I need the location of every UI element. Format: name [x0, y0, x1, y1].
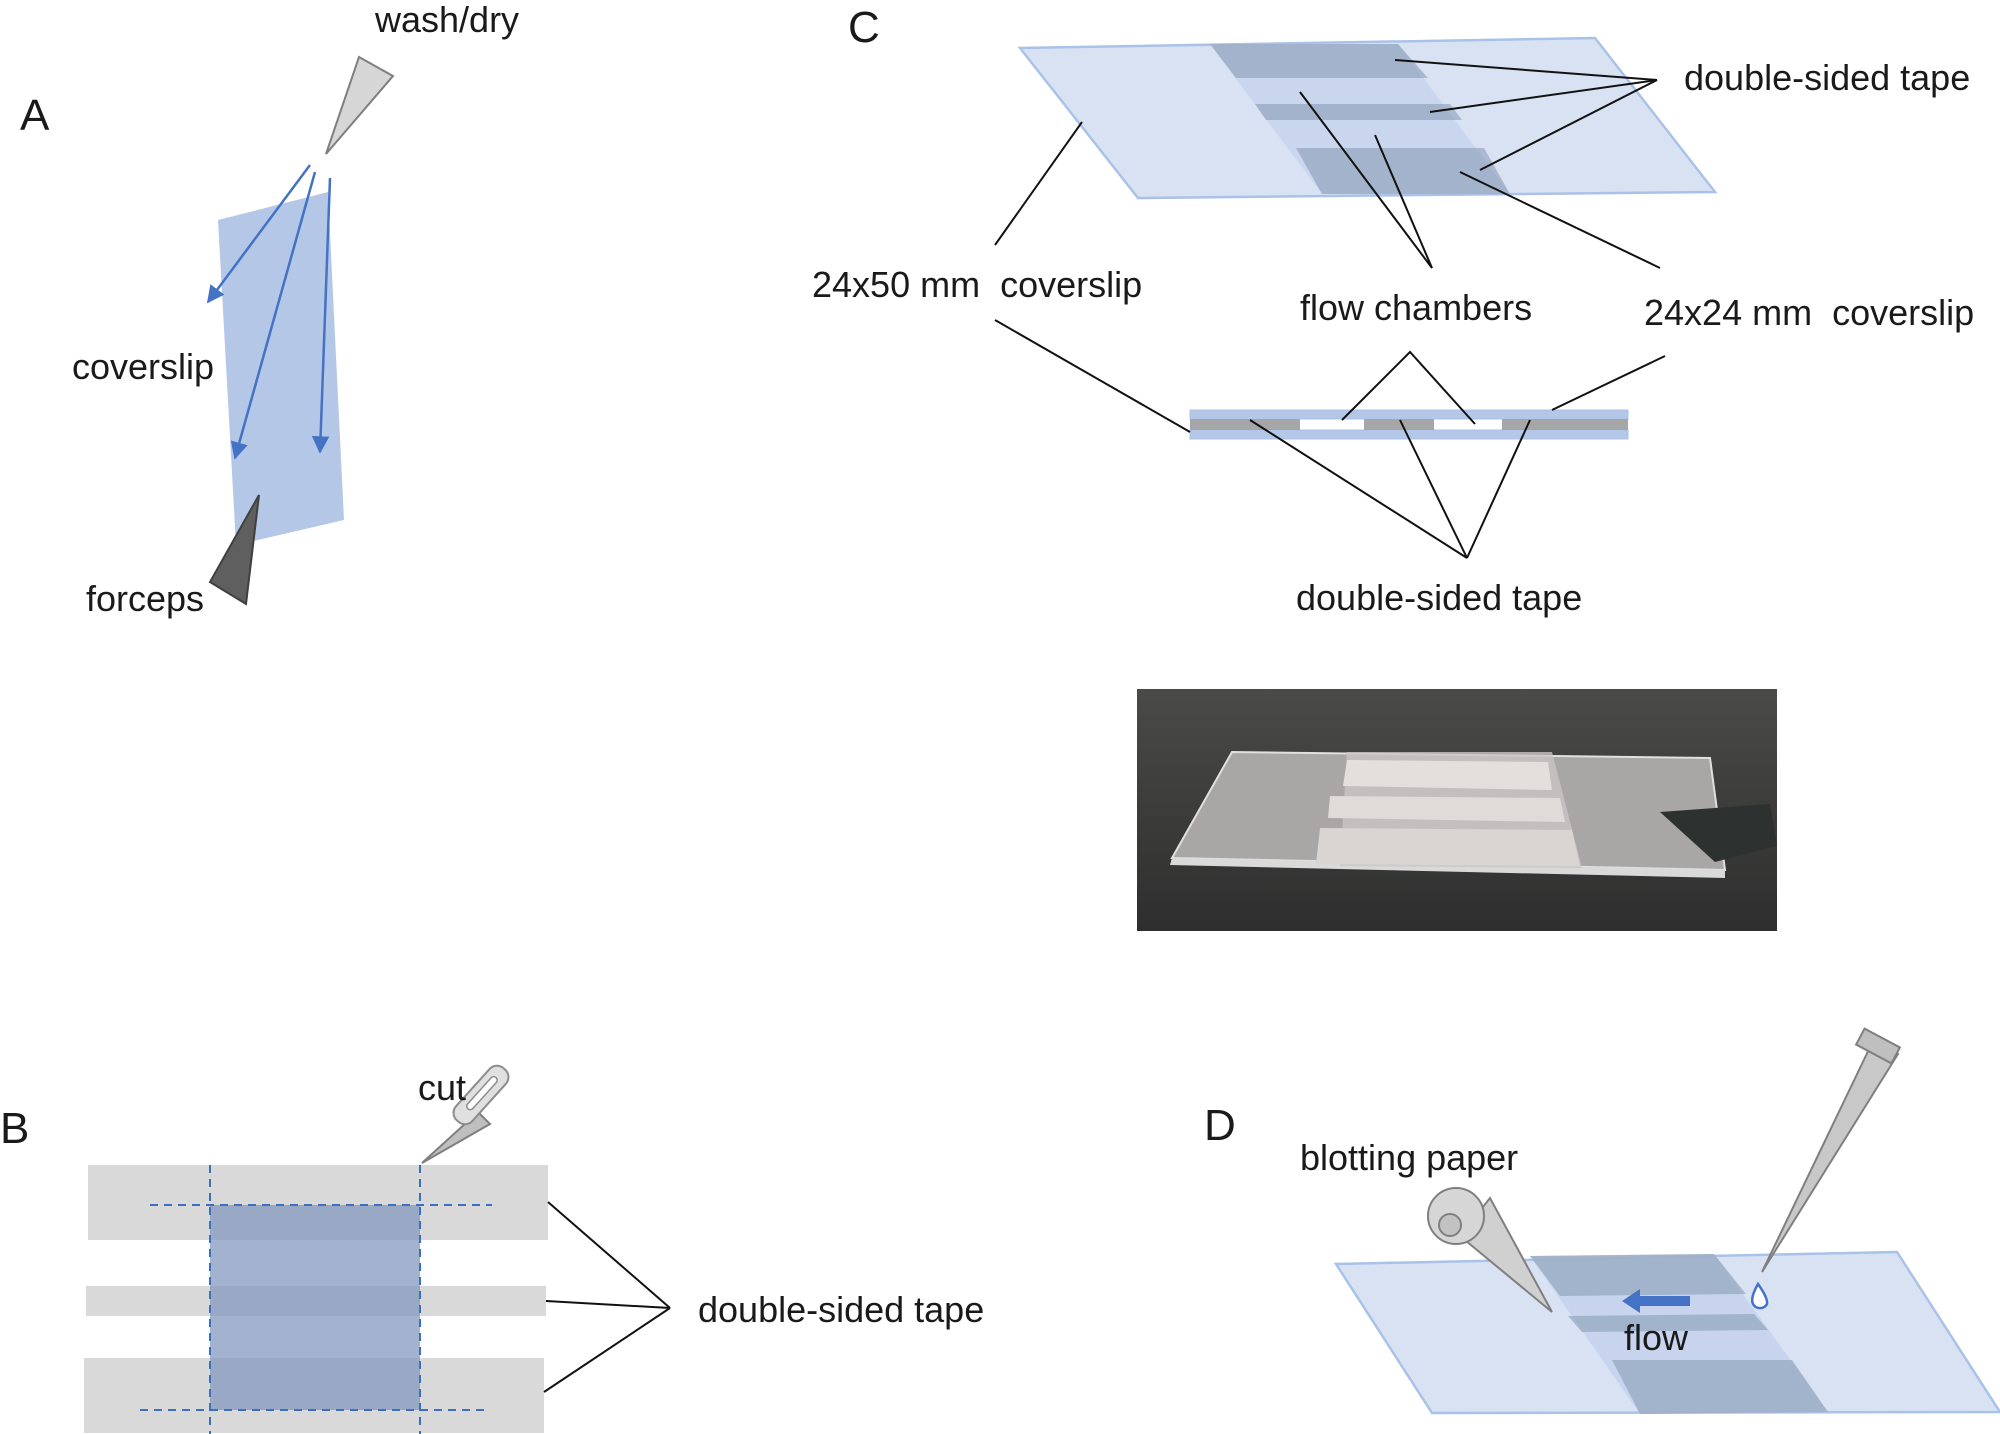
spray-arrow: [206, 164, 312, 304]
flow-arrow-icon: [1622, 1289, 1690, 1313]
coverslip-24x24-label: 24x24 mm coverslip: [1644, 292, 1974, 333]
tape-label-b: double-sided tape: [698, 1289, 984, 1330]
leader-line: [1249, 419, 1468, 559]
tape-label-c-bottom: double-sided tape: [1296, 577, 1582, 618]
wash-nozzle-icon: [325, 55, 395, 155]
leader-line: [1459, 171, 1661, 269]
tape-strip: [1568, 1314, 1768, 1332]
tape-strip: [1296, 148, 1510, 194]
panel-d-label: D: [1204, 1101, 1236, 1150]
panel-c-label: C: [848, 3, 880, 52]
leader-line: [1551, 355, 1666, 411]
leader-line: [1479, 79, 1658, 171]
coverslip-label: coverslip: [72, 346, 214, 387]
panel-c: C double-sided tape 24x50 mm coverslip f…: [812, 3, 1974, 931]
leader-line: [1341, 350, 1476, 425]
leader-line: [545, 1300, 671, 1309]
wash-dry-label: wash/dry: [374, 0, 519, 40]
flow-chambers-label: flow chambers: [1300, 287, 1532, 328]
leader-line: [543, 1307, 671, 1393]
flow-label: flow: [1624, 1317, 1689, 1358]
leader-line: [994, 121, 1083, 246]
leader-line: [1399, 419, 1468, 559]
panel-b: B cut double-sided tape: [0, 1064, 984, 1434]
coverslip-24x50-label: 24x50 mm coverslip: [812, 264, 1142, 305]
tape-label-c-top: double-sided tape: [1684, 57, 1970, 98]
panel-b-label: B: [0, 1104, 29, 1153]
spray-arrow: [230, 171, 317, 460]
leader-line: [1374, 134, 1433, 269]
panel-d: D blotting paper flow: [1204, 1027, 2000, 1415]
scalpel-icon: [421, 1064, 510, 1164]
tape-strip: [1530, 1254, 1746, 1296]
tape-strip: [1612, 1360, 1828, 1414]
cut-label: cut: [418, 1067, 466, 1108]
leader-line: [1299, 91, 1433, 269]
leader-line: [1466, 419, 1531, 559]
coverslip-a: [218, 192, 344, 545]
blotting-paper-icon: [1427, 1187, 1553, 1313]
blotting-paper-label: blotting paper: [1300, 1137, 1518, 1178]
leader-line: [1429, 79, 1658, 113]
coverslip-b: [210, 1205, 420, 1410]
spray-arrow: [311, 177, 332, 454]
tape-strip: [1210, 44, 1428, 78]
forceps-icon: [208, 494, 260, 606]
tape-strip: [1255, 104, 1462, 120]
chamber-photo: [1137, 689, 1777, 931]
leader-line: [547, 1201, 671, 1309]
forceps-label: forceps: [86, 578, 204, 619]
leader-line: [994, 319, 1191, 433]
panel-a: A wash/dry coverslip forceps: [20, 0, 519, 619]
panel-a-label: A: [20, 91, 50, 140]
pipette-icon: [1750, 1027, 1902, 1310]
leader-line: [1394, 59, 1658, 81]
